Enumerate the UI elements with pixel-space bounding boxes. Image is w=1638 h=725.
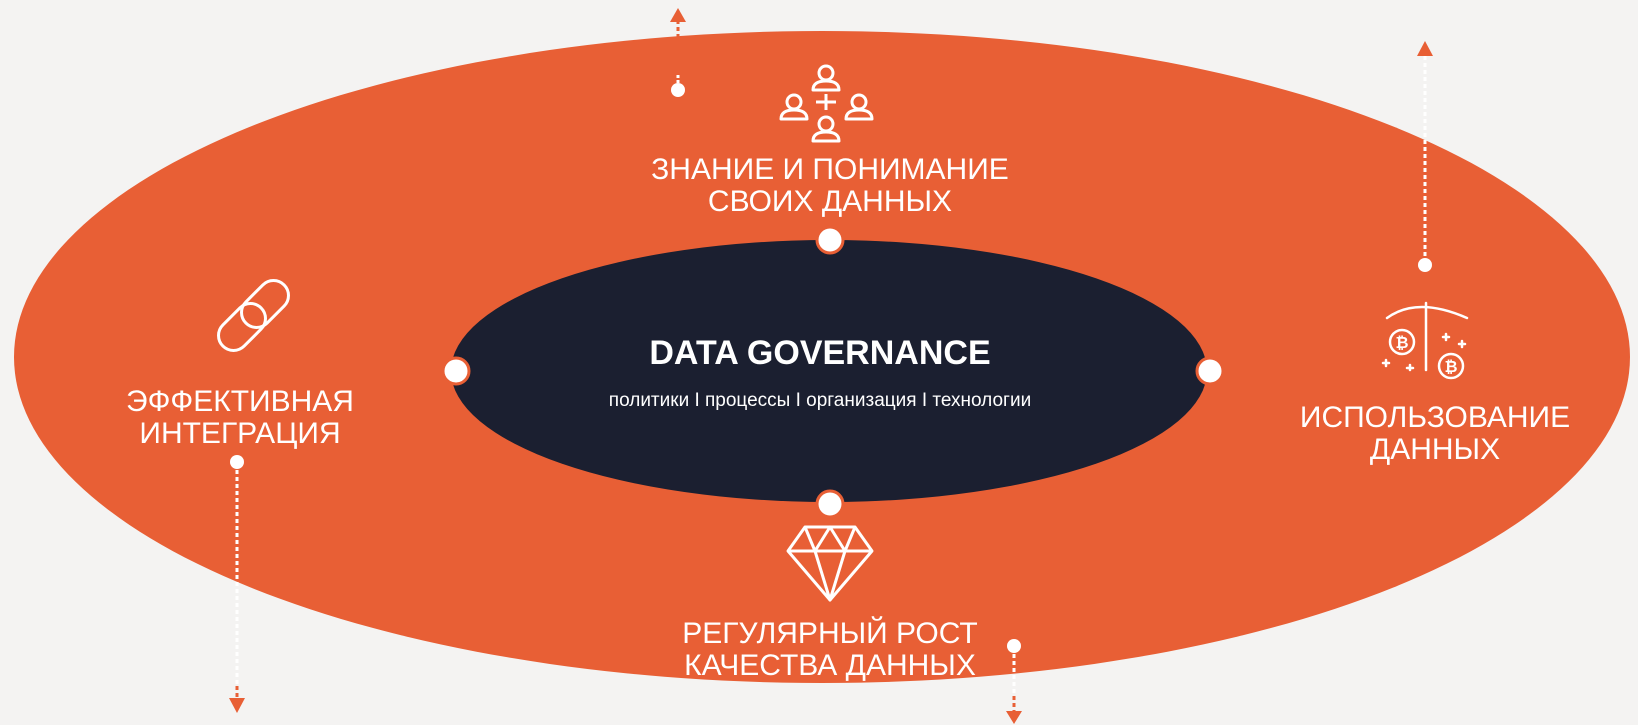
bitcoin-mining-icon: ₿ ₿ [1381,301,1469,380]
svg-text:₿: ₿ [1395,333,1408,352]
center-subtitle: политики I процессы I организация I техн… [608,390,1032,411]
node-label-integration-line2: ИНТЕГРАЦИЯ [139,417,341,450]
node-label-knowledge-line1: ЗНАНИЕ И ПОНИМАНИЕ [651,153,1009,186]
connector-top-left [670,8,686,97]
node-label-quality-line1: РЕГУЛЯРНЫЙ РОСТ [682,617,978,650]
anchor-dot-left [441,356,471,386]
anchor-dot-top [815,225,845,255]
node-label-knowledge-line2: СВОИХ ДАННЫХ [707,185,953,218]
connector-bottom-right [1006,639,1022,724]
people-network-icon [779,64,874,143]
chain-link-icon [217,279,290,352]
connector-top-right [1417,41,1433,272]
inner-ellipse [451,240,1207,502]
node-label-usage: ИСПОЛЬЗОВАНИЕ ДАННЫХ [1270,402,1600,466]
anchor-dot-bottom [815,489,845,519]
node-label-quality-line2: КАЧЕСТВА ДАННЫХ [684,649,976,682]
node-label-integration-line1: ЭФФЕКТИВНАЯ [126,385,354,418]
node-label-knowledge: ЗНАНИЕ И ПОНИМАНИЕ СВОИХ ДАННЫХ [620,154,1040,218]
svg-text:₿: ₿ [1444,357,1457,376]
node-label-quality: РЕГУЛЯРНЫЙ РОСТ КАЧЕСТВА ДАННЫХ [640,618,1020,682]
node-label-integration: ЭФФЕКТИВНАЯ ИНТЕГРАЦИЯ [100,386,380,450]
anchor-dot-right [1195,356,1225,386]
diamond-icon [786,525,874,602]
node-label-usage-line1: ИСПОЛЬЗОВАНИЕ [1299,401,1571,434]
connector-bottom-left [229,455,245,713]
center-title: DATA GOVERNANCE [649,334,991,372]
node-label-usage-line2: ДАННЫХ [1369,433,1501,466]
